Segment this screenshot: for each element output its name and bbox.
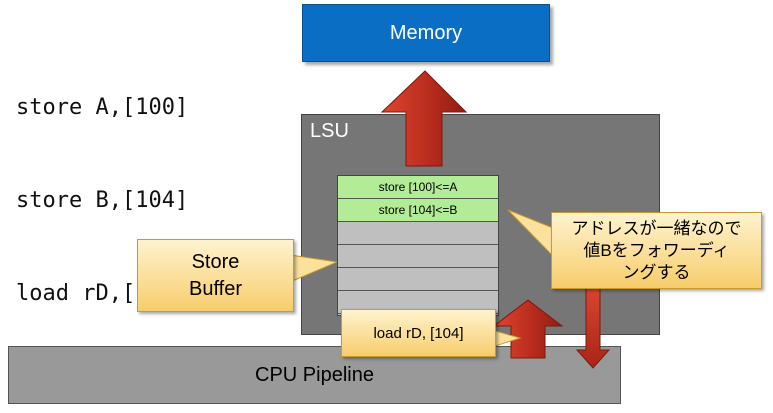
buffer-entry: store [104]<=B <box>338 199 498 222</box>
buffer-entry: store [100]<=A <box>338 176 498 199</box>
arrow-up-to-memory <box>380 70 468 167</box>
code-line: store B,[104] <box>16 188 189 213</box>
store-buffer-callout-tail <box>289 254 339 283</box>
forwarding-callout: アドレスが一緒なので 値Bをフォワーディ ングする <box>551 212 762 289</box>
callout-line: Store <box>191 250 240 273</box>
arrow-up-from-pipeline <box>492 299 564 359</box>
store-buffer-callout: Store Buffer <box>137 239 294 312</box>
memory-label: Memory <box>389 21 463 44</box>
callout-line: Buffer <box>189 277 242 300</box>
buffer-entry-empty <box>338 245 498 268</box>
lsu-label: LSU <box>310 120 349 142</box>
memory-block: Memory <box>302 4 550 62</box>
buffer-entry-empty <box>338 222 498 245</box>
forwarding-callout-tail <box>507 209 554 258</box>
callout-line: 値Bをフォワーディ <box>583 240 730 260</box>
load-callout-label: load rD, [104] <box>373 324 464 342</box>
arrow-down-forwarding <box>575 275 611 369</box>
load-callout: load rD, [104] <box>341 309 496 357</box>
store-buffer: store [100]<=A store [104]<=B <box>337 175 499 316</box>
callout-line: ングする <box>622 262 691 282</box>
cpu-pipeline-label: CPU Pipeline <box>255 363 374 386</box>
callout-line: アドレスが一緒なので <box>571 218 742 238</box>
code-line: store A,[100] <box>16 95 189 120</box>
buffer-entry-empty <box>338 268 498 291</box>
